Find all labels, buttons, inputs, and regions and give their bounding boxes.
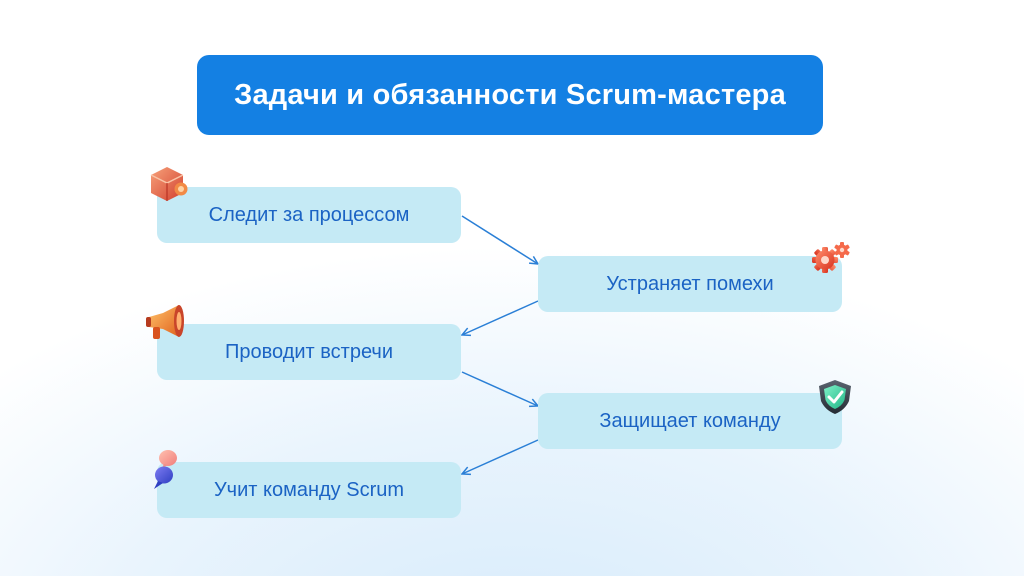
arrow-1-to-2 — [461, 215, 538, 264]
chat-bubbles-icon — [154, 450, 177, 489]
step-follows-process: Следит за процессом — [157, 187, 461, 243]
step-runs-meetings: Проводит встречи — [157, 324, 461, 380]
megaphone-icon — [146, 305, 184, 339]
title-banner: Задачи и обязанности Scrum-мастера — [197, 55, 823, 135]
diagram-title: Задачи и обязанности Scrum-мастера — [234, 78, 786, 111]
arrow-2-to-3 — [462, 300, 539, 335]
step-label: Учит команду Scrum — [213, 478, 405, 501]
arrow-4-to-5 — [462, 439, 539, 474]
step-label: Защищает команду — [599, 409, 781, 432]
step-label: Устраняет помехи — [606, 272, 774, 295]
step-label: Следит за процессом — [208, 203, 410, 226]
shield-check-icon — [819, 380, 851, 414]
gear-icon — [812, 242, 850, 273]
step-protects-team: Защищает команду — [538, 393, 842, 449]
step-teaches-scrum: Учит команду Scrum — [157, 462, 461, 518]
step-label: Проводит встречи — [225, 340, 393, 363]
step-removes-obstacles: Устраняет помехи — [538, 256, 842, 312]
arrow-3-to-4 — [461, 371, 538, 406]
camera-box-icon — [150, 167, 188, 201]
